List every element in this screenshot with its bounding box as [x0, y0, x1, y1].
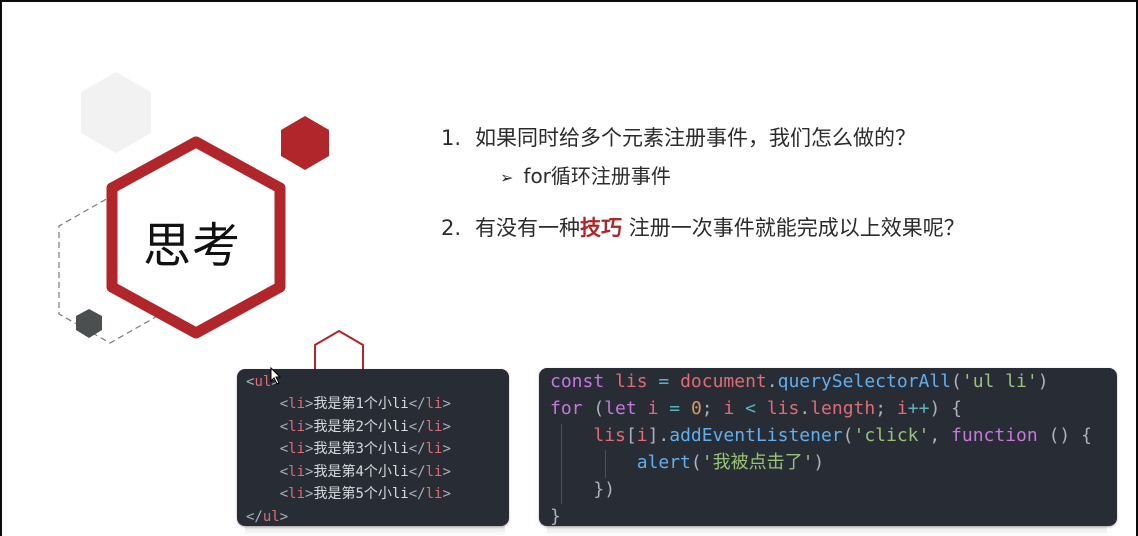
question-2-number: 2. [441, 216, 462, 240]
code-line-li: <li>我是第3个小li</li> [279, 441, 451, 457]
code-line-ul-close: </ul> [246, 509, 289, 525]
code-line-li: <li>我是第4个小li</li> [279, 463, 451, 480]
question-2-text-before: 有没有一种 [475, 216, 581, 240]
answer-text: for循环注册事件 [523, 164, 671, 188]
question-2: 2. 有没有一种技巧 注册一次事件就能完成以上效果呢？ [441, 212, 965, 242]
code-line-4: alert('我被点击了') [636, 452, 825, 473]
code-line-3: lis[i].addEventListener('click', functio… [593, 425, 1092, 446]
html-code-reflection [245, 526, 505, 536]
code-line-li: <li>我是第1个小li</li> [279, 396, 451, 412]
mouse-cursor-icon [270, 367, 282, 385]
answer-item: ➢ for循环注册事件 [500, 160, 671, 189]
screen-border-right [1136, 0, 1138, 536]
code-line-li: <li>我是第5个小li</li> [279, 486, 451, 502]
code-line-2: for (let i = 0; i < lis.length; i++) { [550, 398, 962, 419]
js-code-reflection [547, 526, 1107, 536]
question-2-highlight: 技巧 [580, 216, 623, 240]
question-1: 1. 如果同时给多个元素注册事件，我们怎么做的？ [441, 122, 916, 152]
question-2-text-after: 注册一次事件就能完成以上效果呢？ [622, 216, 965, 240]
light-grey-hexagon [81, 72, 151, 153]
code-line-6: } [550, 506, 561, 526]
dashed-hexagon-outline [58, 196, 162, 344]
dark-small-hexagon [76, 309, 102, 338]
indent-guide [605, 450, 606, 478]
badge-hexagon [106, 136, 286, 339]
badge-title: 思考 [142, 218, 241, 274]
question-1-number: 1. [441, 126, 462, 150]
code-line-1: const lis = document.querySelectorAll('u… [550, 371, 1049, 392]
code-line-5: }) [593, 479, 616, 500]
screen-border-left [0, 0, 2, 536]
screen-border-top [0, 0, 1138, 2]
code-line-li: <li>我是第2个小li</li> [279, 418, 451, 435]
html-code-block: <ul> <li>我是第1个小li</li> <li>我是第2个小li</li>… [237, 369, 509, 526]
red-filled-hexagon [281, 116, 329, 170]
question-1-text: 如果同时给多个元素注册事件，我们怎么做的？ [475, 126, 917, 150]
indent-guide [561, 424, 562, 504]
arrow-bullet-icon: ➢ [500, 168, 514, 187]
js-code-block: const lis = document.querySelectorAll('u… [539, 368, 1117, 526]
